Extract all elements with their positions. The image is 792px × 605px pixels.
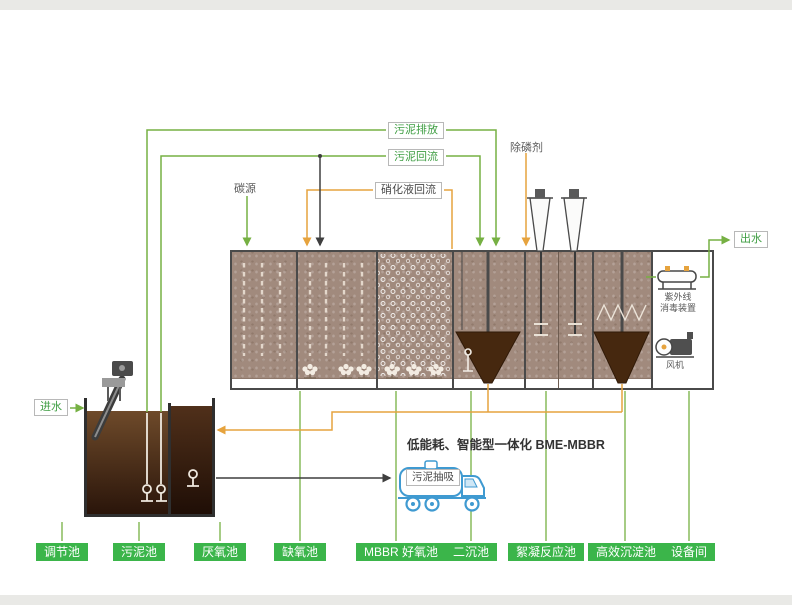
tank-badge-flocculation: 絮凝反应池: [508, 543, 585, 561]
top-margin-strip: [0, 0, 792, 10]
tank-badge-secondary-clarifier: 二沉池: [445, 543, 498, 561]
tank-divider-anoxic-mbbr: [376, 252, 378, 388]
tank-badge-anoxic: 缺氧池: [274, 543, 327, 561]
uv-label-line2: 消毒装置: [659, 303, 696, 313]
sludge-tank-fill: [171, 406, 212, 514]
tank-divider-anaerobic-anoxic: [296, 252, 298, 388]
diagram-title: 低能耗、智能型一体化 BME-MBBR: [407, 438, 605, 452]
tank-badge-regulation: 调节池: [36, 543, 89, 561]
label-blower: 风机: [665, 360, 684, 370]
flocculation-sub-divider: [558, 252, 559, 388]
label-influent: 进水: [34, 399, 68, 416]
tank-badge-sludge: 污泥池: [113, 543, 166, 561]
tank-badge-mbbr-aerobic: MBBR 好氧池: [356, 543, 447, 561]
tank-divider-settler-equipment: [651, 252, 653, 388]
left-tank-wall-left: [84, 398, 87, 517]
left-tank-wall-right: [212, 398, 215, 517]
main-tank-outline: [230, 250, 714, 390]
tank-badge-equipment-room: 设备间: [663, 543, 716, 561]
tank-divider-flocculation-settler: [592, 252, 594, 388]
dosing-hoppers: [527, 189, 587, 252]
tank-badge-high-rate-settler: 高效沉淀池: [588, 543, 665, 561]
label-sludge-return: 污泥回流: [388, 149, 444, 166]
uv-label-line1: 紫外线: [664, 292, 692, 302]
label-effluent: 出水: [734, 231, 768, 248]
label-carbon-source: 碳源: [234, 183, 256, 195]
label-sludge-suction: 污泥抽吸: [406, 469, 460, 486]
left-tank-floor: [84, 514, 215, 517]
bottom-margin-strip: [0, 595, 792, 605]
tank-badge-anaerobic: 厌氧池: [194, 543, 247, 561]
tank-divider-clarifier-flocculation: [524, 252, 526, 388]
label-phosphorus-remover: 除磷剂: [510, 142, 543, 154]
left-tank-divider: [168, 403, 171, 514]
label-uv-device: 紫外线 消毒装置: [658, 292, 698, 314]
tank-divider-mbbr-clarifier: [452, 252, 454, 388]
label-nitrified-liquid-return: 硝化液回流: [375, 182, 442, 199]
regulation-tank-fill: [87, 411, 168, 514]
label-sludge-discharge: 污泥排放: [388, 122, 444, 139]
